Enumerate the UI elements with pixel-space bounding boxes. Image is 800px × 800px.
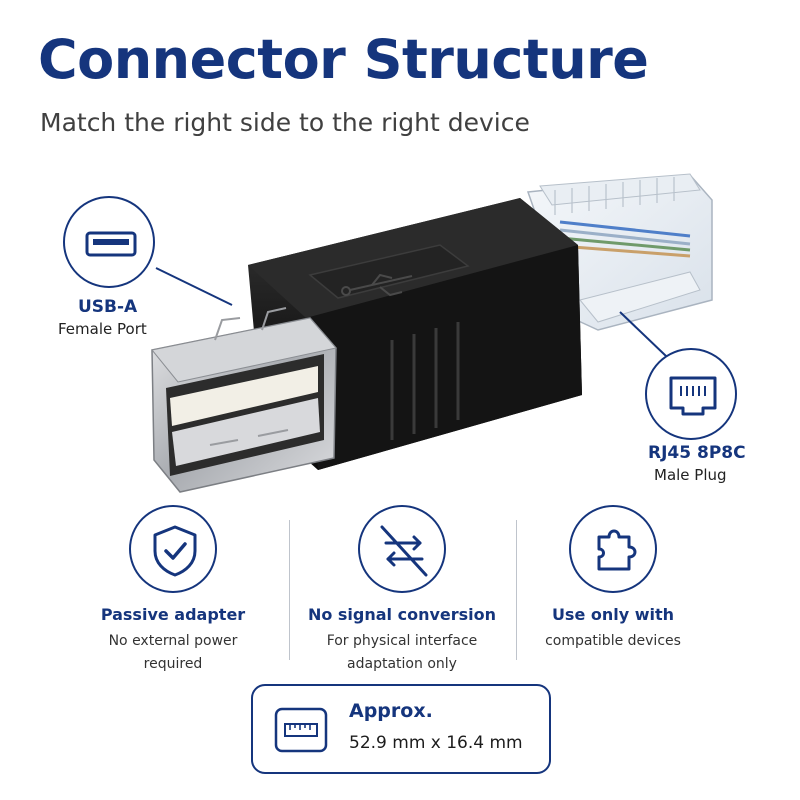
dimensions-title: Approx. — [349, 700, 433, 722]
shield-check-icon — [153, 525, 197, 577]
usb-callout-title: USB-A — [78, 297, 138, 317]
rj45-callout-circle — [645, 348, 737, 440]
feature-description: compatible devices — [493, 630, 733, 653]
usb-rj45-adapter-image — [151, 173, 713, 493]
dimensions-value: 52.9 mm x 16.4 mm — [349, 733, 523, 753]
adapter-body — [248, 198, 582, 470]
no-conversion-icon — [380, 525, 428, 577]
ethernet-port-icon — [669, 376, 717, 416]
rj45-callout-subtitle: Male Plug — [654, 466, 727, 484]
feature-icon-circle — [129, 505, 217, 593]
feature-title: Use only with — [551, 605, 675, 624]
feature-desc-line: adaptation only — [347, 656, 457, 672]
feature-compatible-devices: Use only with compatible devices — [493, 505, 733, 653]
feature-passive-adapter: Passive adapter No external power requir… — [53, 505, 293, 676]
feature-title: Passive adapter — [100, 605, 246, 624]
feature-no-signal-conversion: No signal conversion For physical interf… — [282, 505, 522, 676]
ruler-icon — [274, 707, 328, 753]
feature-divider — [516, 520, 517, 660]
feature-icon-circle — [358, 505, 446, 593]
rj45-callout-line — [619, 311, 667, 357]
puzzle-icon — [597, 529, 637, 571]
feature-desc-line: For physical interface — [326, 633, 478, 649]
usb-callout-circle — [63, 196, 155, 288]
usb-callout-line — [155, 267, 233, 306]
page-title: Connector Structure — [38, 28, 649, 91]
feature-title: No signal conversion — [307, 605, 497, 624]
feature-icon-circle — [569, 505, 657, 593]
usb-port-icon — [85, 231, 137, 257]
usb-a-port — [151, 307, 337, 493]
feature-description: For physical interface adaptation only — [282, 630, 522, 676]
feature-desc-line: compatible devices — [545, 633, 681, 649]
feature-desc-line: required — [143, 656, 203, 672]
page-subtitle: Match the right side to the right device — [40, 108, 530, 137]
usb-callout-subtitle: Female Port — [58, 320, 147, 338]
feature-divider — [289, 520, 290, 660]
rj45-callout-title: RJ45 8P8C — [648, 443, 746, 463]
dimensions-box: Approx. 52.9 mm x 16.4 mm — [251, 684, 551, 774]
feature-desc-line: No external power — [108, 633, 238, 649]
feature-description: No external power required — [53, 630, 293, 676]
